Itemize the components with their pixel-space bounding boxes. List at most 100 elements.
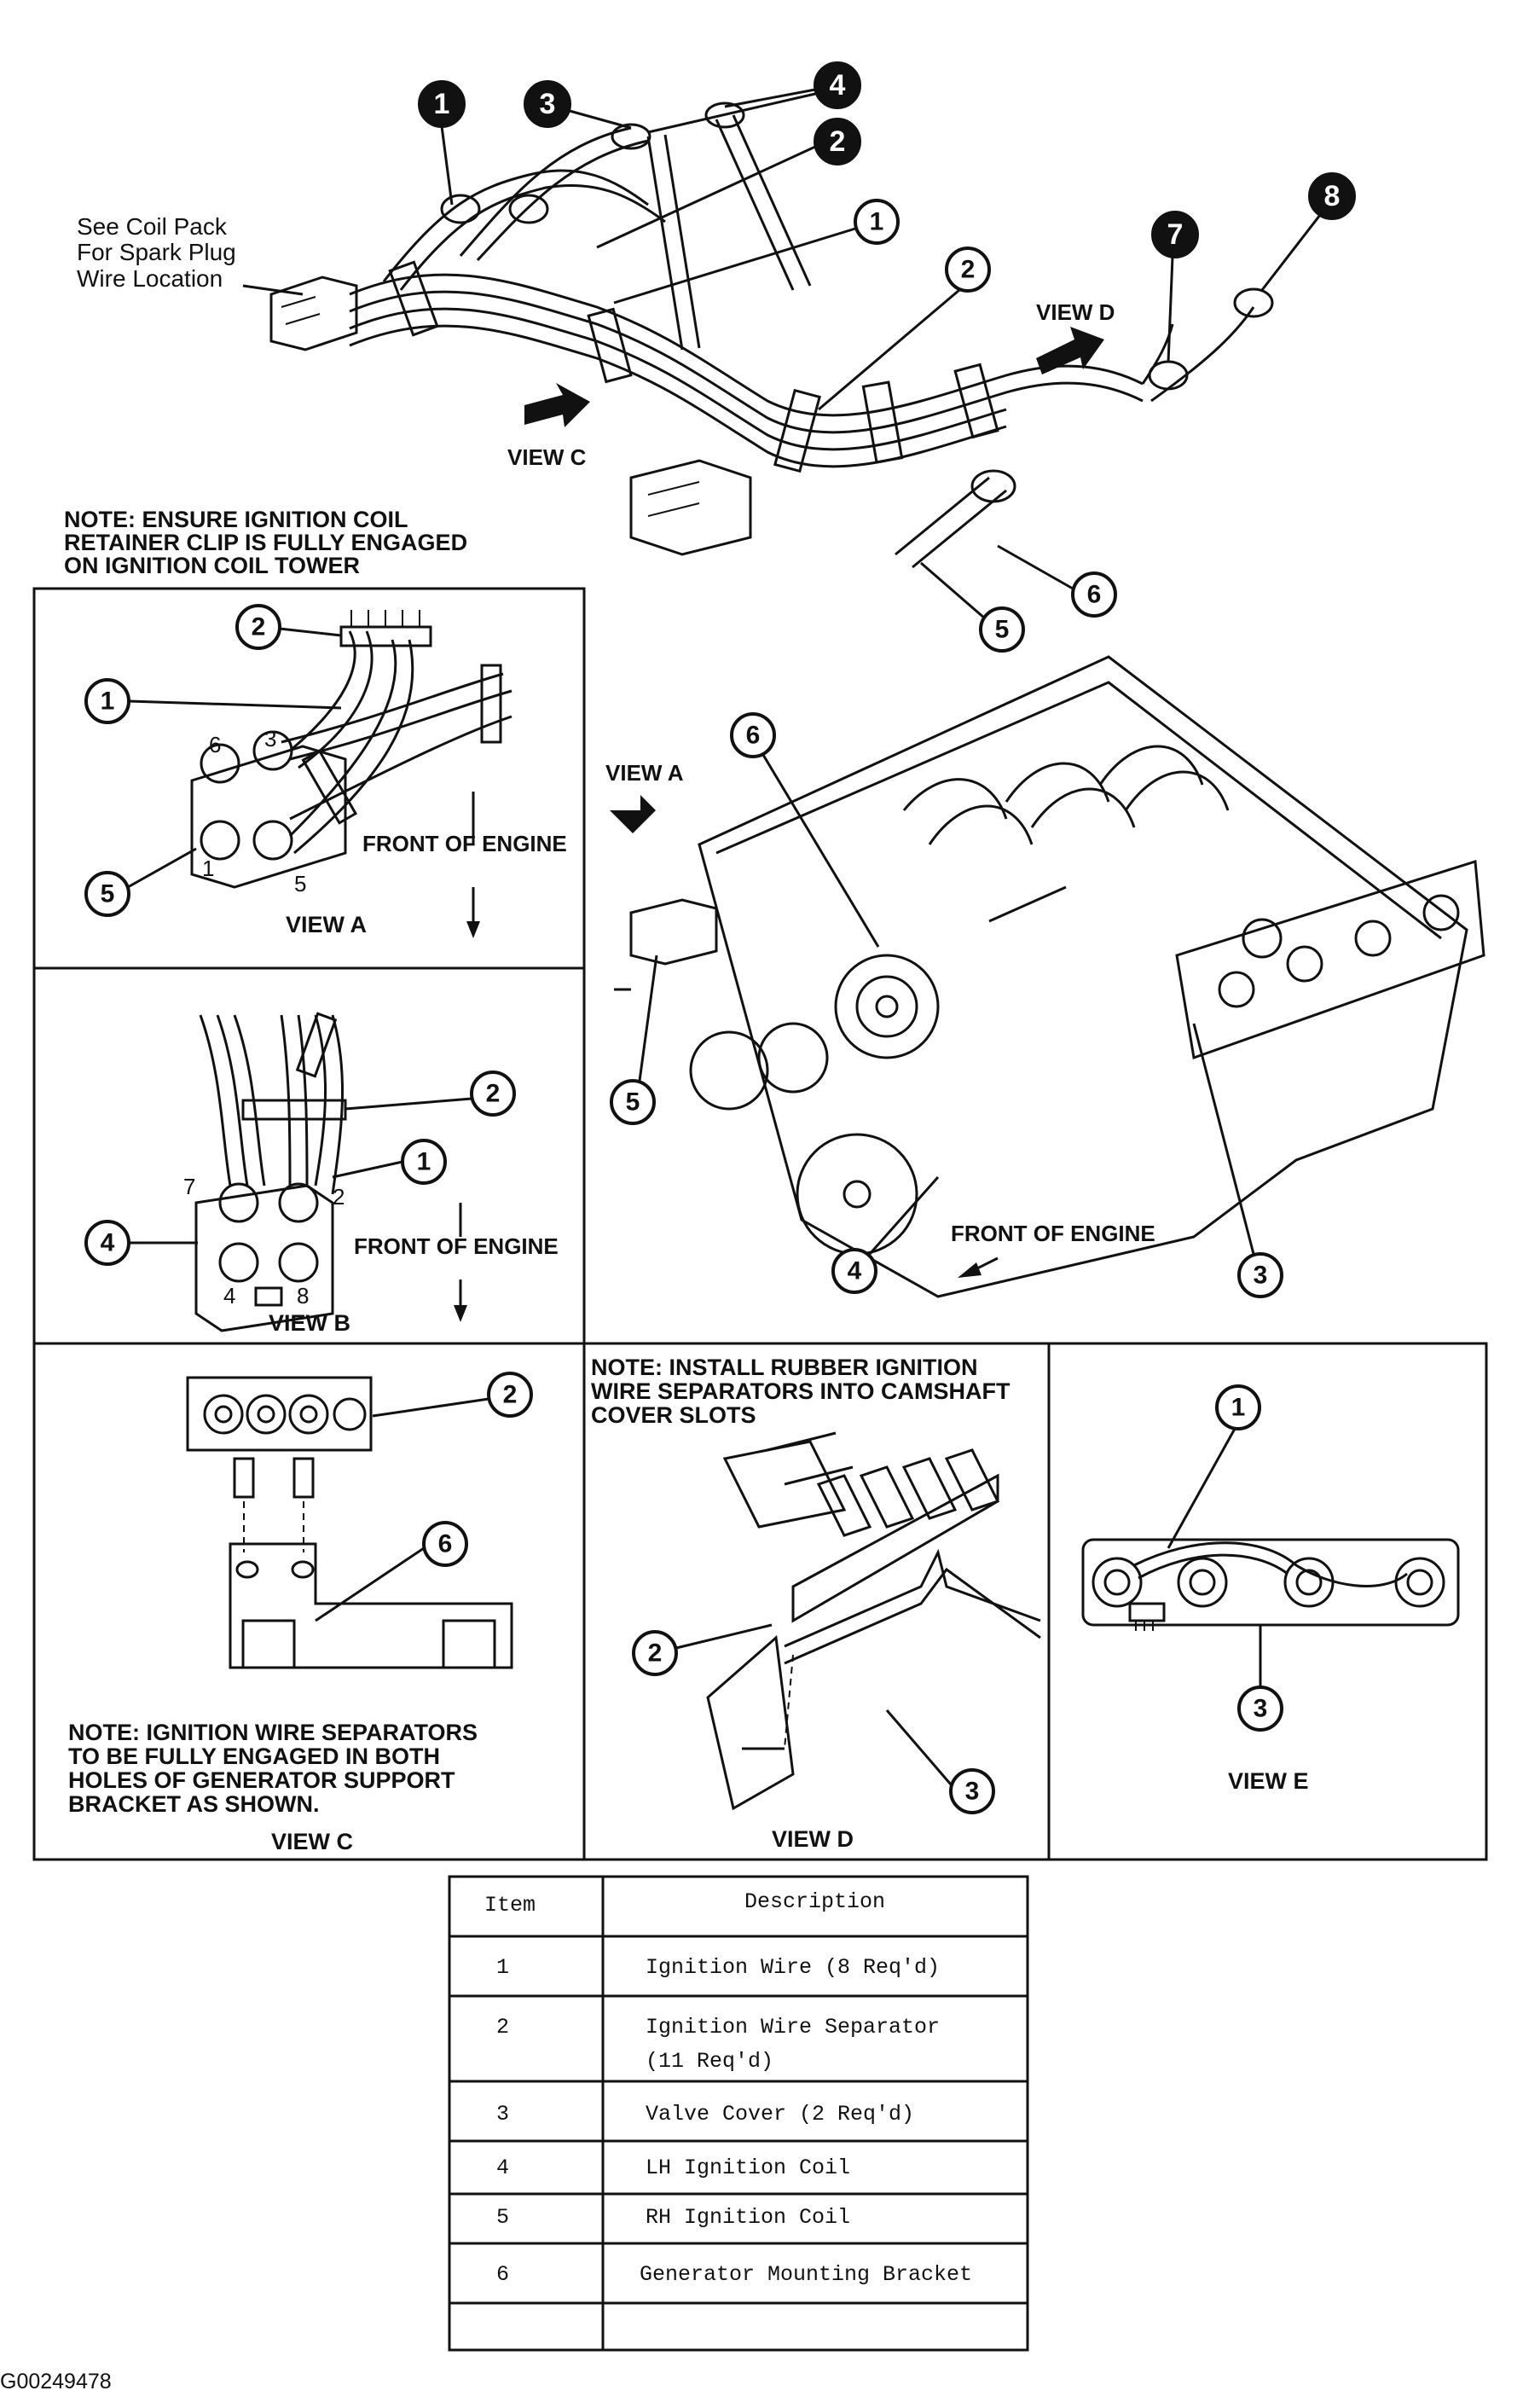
table-cell-desc: Valve Cover (2 Req'd) xyxy=(646,2102,914,2127)
svg-text:6: 6 xyxy=(1087,581,1102,609)
svg-text:5: 5 xyxy=(101,880,115,908)
bottom-panels-frame xyxy=(32,1342,1488,1861)
panel-view-b xyxy=(32,966,586,1345)
svg-text:2: 2 xyxy=(830,125,846,158)
coil-number-6: 6 xyxy=(209,732,221,757)
svg-text:2: 2 xyxy=(252,613,266,641)
table-cell-item: 3 xyxy=(496,2102,509,2127)
view-a-illustration xyxy=(190,610,512,938)
svg-text:2: 2 xyxy=(648,1639,663,1668)
callout-dark-4: 4 xyxy=(814,61,861,109)
svg-text:7: 7 xyxy=(1167,218,1184,251)
note-camshaft-slots: COVER SLOTS xyxy=(591,1402,756,1428)
coil-number-7: 7 xyxy=(183,1174,195,1199)
table-cell-item: 1 xyxy=(496,1955,509,1980)
view-b-label: VIEW B xyxy=(269,1310,350,1336)
coil-number-4: 4 xyxy=(223,1283,235,1308)
callout-5: 5 xyxy=(84,871,130,917)
svg-text:1: 1 xyxy=(417,1148,431,1176)
table-header-description: Description xyxy=(744,1889,885,1914)
svg-text:6: 6 xyxy=(438,1530,453,1558)
table-cell-item: 5 xyxy=(496,2205,509,2230)
coil-number-1: 1 xyxy=(202,856,214,881)
callout-dark-2: 2 xyxy=(814,118,861,165)
svg-text:4: 4 xyxy=(848,1257,862,1285)
table-cell-item: 2 xyxy=(496,2015,509,2040)
svg-text:2: 2 xyxy=(486,1080,501,1108)
callout-1: 1 xyxy=(84,678,130,724)
callout-1: 1 xyxy=(854,199,900,245)
see-coil-pack-note: Wire Location xyxy=(77,265,223,292)
view-b-illustration xyxy=(194,1012,467,1332)
svg-text:1: 1 xyxy=(1231,1394,1246,1422)
note-generator-bracket: HOLES OF GENERATOR SUPPORT xyxy=(68,1767,455,1793)
table-cell-item: 6 xyxy=(496,2262,509,2287)
table-cell-desc: (11 Req'd) xyxy=(646,2049,773,2074)
view-c-arrow-label: VIEW C xyxy=(507,444,587,470)
view-d-illustration xyxy=(706,1431,1041,1811)
note-coil-retainer: ON IGNITION COIL TOWER xyxy=(64,553,360,578)
table-cell-desc: Ignition Wire (8 Req'd) xyxy=(646,1955,940,1980)
note-coil-retainer: NOTE: ENSURE IGNITION COIL xyxy=(64,507,408,532)
table-cell-desc: LH Ignition Coil xyxy=(646,2156,850,2180)
callout-2: 2 xyxy=(470,1071,516,1117)
table-cell-desc: RH Ignition Coil xyxy=(646,2205,850,2230)
callout-2: 2 xyxy=(632,1630,678,1676)
table-header-item: Item xyxy=(484,1893,536,1918)
svg-text:3: 3 xyxy=(1254,1695,1268,1723)
callout-6: 6 xyxy=(730,712,776,758)
front-of-engine-label: FRONT OF ENGINE xyxy=(951,1221,1155,1246)
coil-number-8: 8 xyxy=(297,1283,309,1308)
coil-number-5: 5 xyxy=(294,871,306,896)
see-coil-pack-note: For Spark Plug xyxy=(77,239,236,265)
svg-text:1: 1 xyxy=(434,88,450,120)
front-of-engine-label: FRONT OF ENGINE xyxy=(354,1233,559,1259)
svg-text:5: 5 xyxy=(995,616,1010,644)
view-e-label: VIEW E xyxy=(1228,1768,1309,1794)
callout-4: 4 xyxy=(84,1220,130,1266)
callout-6: 6 xyxy=(1071,572,1117,618)
view-a-label: VIEW A xyxy=(286,912,367,937)
parts-table xyxy=(448,1875,1029,2352)
coil-number-3: 3 xyxy=(264,726,276,751)
callout-2: 2 xyxy=(487,1372,533,1418)
callout-5: 5 xyxy=(610,1079,656,1125)
note-camshaft-slots: WIRE SEPARATORS INTO CAMSHAFT xyxy=(591,1378,1011,1404)
svg-text:1: 1 xyxy=(870,208,884,236)
callout-3: 3 xyxy=(1237,1252,1283,1298)
note-generator-bracket: NOTE: IGNITION WIRE SEPARATORS xyxy=(68,1720,478,1745)
view-e-illustration xyxy=(1081,1538,1460,1631)
table-cell-desc: Ignition Wire Separator xyxy=(646,2015,940,2040)
front-of-engine-label: FRONT OF ENGINE xyxy=(362,831,567,856)
callout-4: 4 xyxy=(831,1248,877,1294)
view-d-arrow-label: VIEW D xyxy=(1036,299,1115,325)
callout-dark-7: 7 xyxy=(1151,211,1199,258)
svg-text:6: 6 xyxy=(746,722,761,750)
table-cell-desc: Generator Mounting Bracket xyxy=(640,2262,972,2287)
callout-dark-1: 1 xyxy=(418,80,466,128)
note-generator-bracket: BRACKET AS SHOWN. xyxy=(68,1791,320,1817)
see-coil-pack-note: See Coil Pack xyxy=(77,213,228,240)
svg-text:2: 2 xyxy=(503,1381,518,1409)
figure-id: G00249478 xyxy=(0,2370,112,2393)
callout-1: 1 xyxy=(401,1139,447,1185)
svg-text:3: 3 xyxy=(1254,1262,1268,1290)
svg-text:3: 3 xyxy=(965,1778,980,1806)
svg-text:5: 5 xyxy=(626,1088,640,1117)
svg-text:4: 4 xyxy=(830,69,846,102)
top-harness-illustration xyxy=(242,102,1274,569)
callout-2: 2 xyxy=(945,247,991,293)
svg-text:2: 2 xyxy=(961,256,976,284)
table-cell-item: 4 xyxy=(496,2156,509,2180)
note-generator-bracket: TO BE FULLY ENGAGED IN BOTH xyxy=(68,1744,440,1769)
svg-text:3: 3 xyxy=(540,88,556,120)
note-coil-retainer: RETAINER CLIP IS FULLY ENGAGED xyxy=(64,530,467,555)
callout-1: 1 xyxy=(1215,1384,1261,1430)
svg-text:8: 8 xyxy=(1324,180,1341,212)
callout-dark-3: 3 xyxy=(524,80,571,128)
svg-text:4: 4 xyxy=(101,1229,115,1257)
view-d-label: VIEW D xyxy=(772,1826,854,1852)
callout-3: 3 xyxy=(949,1768,995,1814)
callout-3: 3 xyxy=(1237,1686,1283,1732)
